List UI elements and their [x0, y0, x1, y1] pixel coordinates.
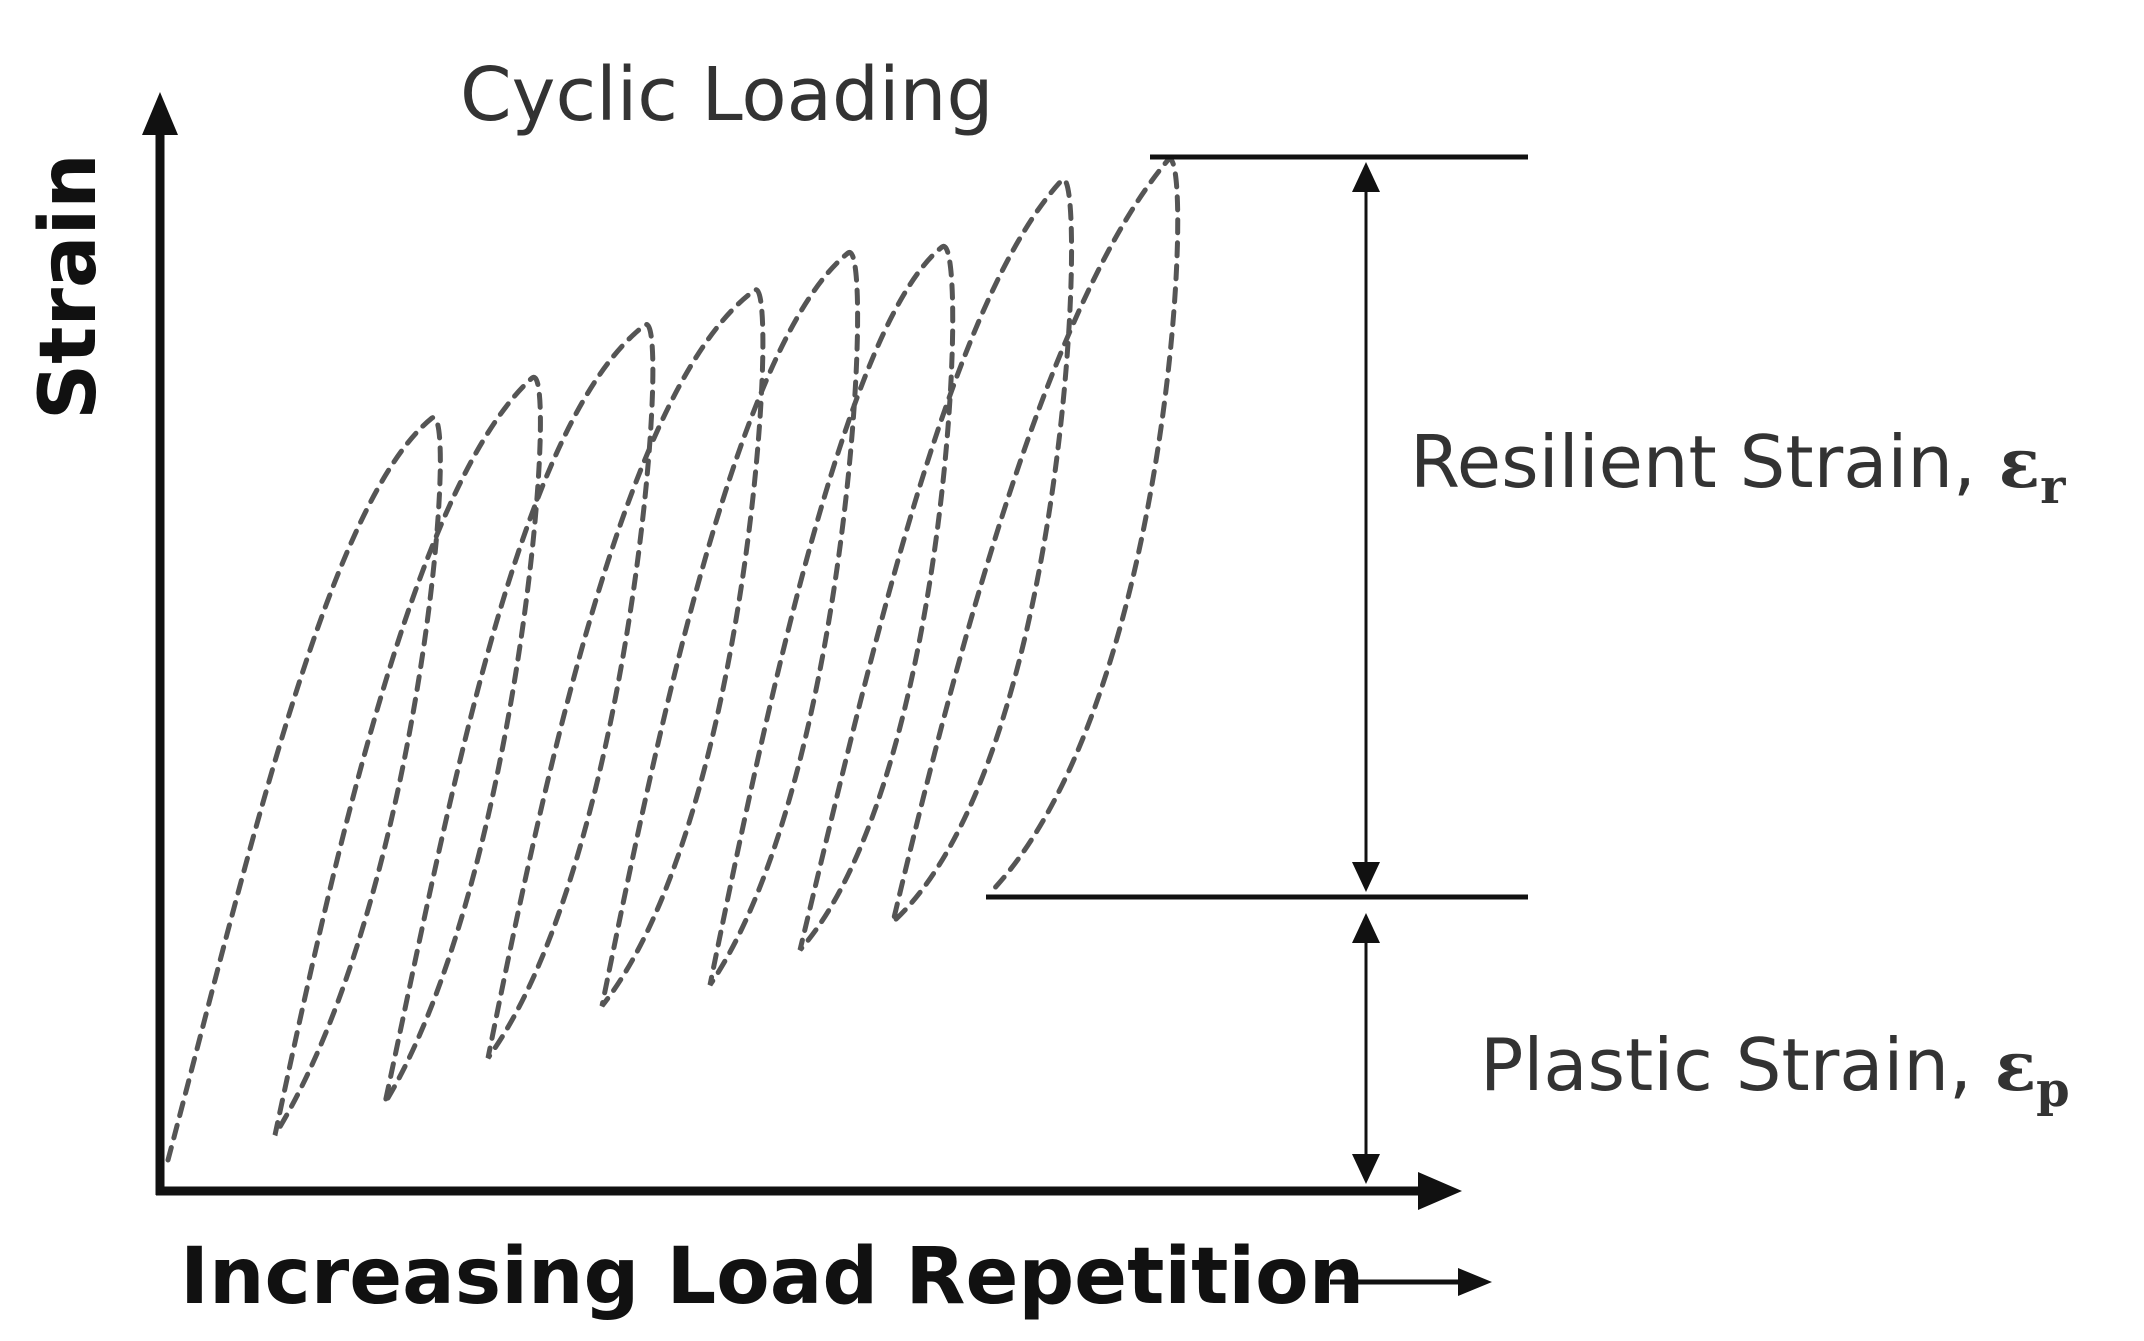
x-axis: [156, 1172, 1462, 1210]
y-axis-label: Strain: [24, 153, 114, 420]
plastic-strain-text: Plastic Strain,: [1480, 1023, 1995, 1107]
resilient-strain-arrow: [1352, 162, 1380, 892]
y-axis: [142, 92, 178, 1195]
resilient-strain-symbol: ε: [1999, 424, 2040, 504]
resilient-strain-text: Resilient Strain,: [1410, 420, 1999, 504]
y-axis-arrowhead: [142, 92, 178, 135]
diagram-title: Cyclic Loading: [460, 52, 993, 138]
plastic-strain-label: Plastic Strain, εp: [1480, 1023, 2070, 1118]
x-axis-label: Increasing Load Repetition: [180, 1232, 1364, 1322]
resilient-strain-subscript: r: [2040, 459, 2066, 515]
x-axis-arrowhead: [1418, 1172, 1462, 1210]
plastic-strain-subscript: p: [2036, 1062, 2070, 1118]
resilient-strain-label: Resilient Strain, εr: [1410, 420, 2066, 515]
x-axis-label-arrow: [1330, 1268, 1492, 1296]
cyclic-strain-curve: [165, 156, 1181, 1163]
plastic-strain-symbol: ε: [1995, 1027, 2036, 1107]
plastic-strain-arrow: [1352, 913, 1380, 1184]
